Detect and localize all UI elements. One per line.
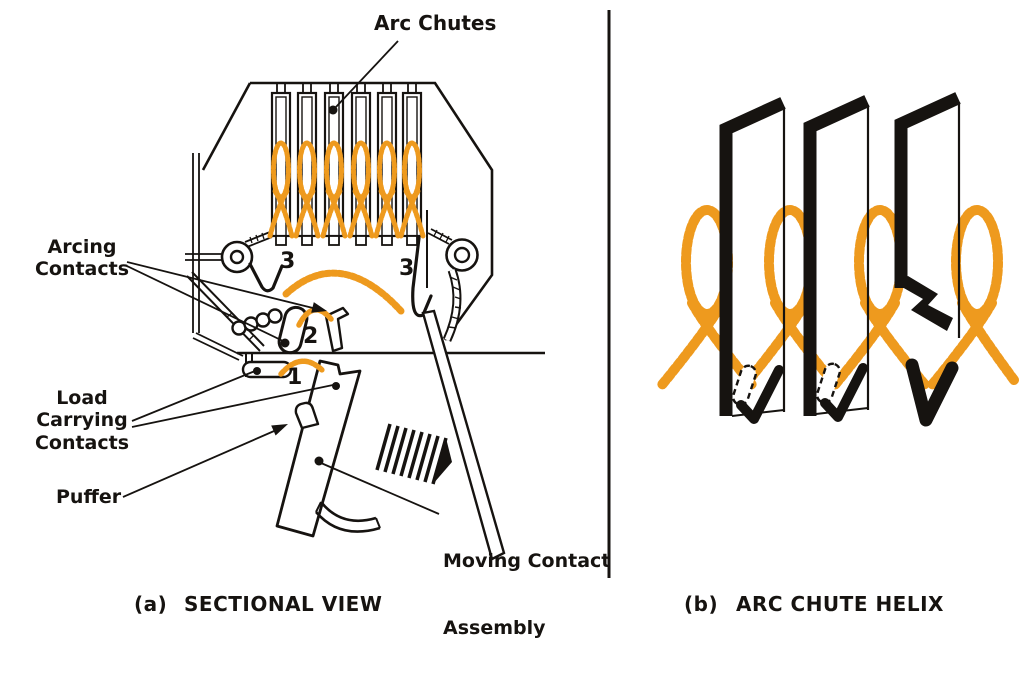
contact-spring	[231, 308, 283, 336]
plate-hook	[736, 365, 784, 424]
caption-b-title: ARC CHUTE HELIX	[736, 592, 944, 616]
helix-plate-2	[803, 95, 870, 422]
caption-a-index: (a)	[134, 592, 168, 616]
pivot-link	[185, 253, 222, 261]
plate-break	[895, 276, 953, 331]
label-line: Moving Contact	[443, 549, 611, 572]
label-line: Load	[56, 387, 108, 409]
sectional-view-drawing	[122, 40, 545, 561]
label-line: Assembly	[443, 617, 546, 640]
leaders	[122, 40, 440, 515]
leader-dot-moving	[314, 456, 324, 466]
bar-lower-link	[192, 332, 244, 361]
caption-a-title: SECTIONAL VIEW	[184, 592, 383, 616]
label-arcing-contacts: Arcing Contacts	[28, 236, 136, 281]
plate-hook-large	[905, 358, 959, 427]
helix-plate-1	[719, 97, 786, 424]
flexible-strap	[442, 268, 462, 342]
right-pivot-band-hatch	[433, 229, 450, 243]
leader-dot-load-2	[332, 382, 340, 390]
label-moving-contact-assembly: Moving Contact Assembly	[443, 505, 610, 684]
label-puffer: Puffer	[56, 486, 122, 508]
arrowhead-arcing	[311, 302, 327, 313]
moving-arm-link	[421, 309, 506, 561]
label-line: Contacts	[34, 431, 130, 454]
label-load-carrying-contacts: Load Carrying Contacts	[26, 387, 138, 454]
moving-arm	[275, 359, 362, 538]
arc-runner-right	[411, 236, 433, 318]
diagram-canvas	[122, 10, 1019, 578]
left-pivot-band-hatch	[249, 232, 265, 244]
dashed-contact-outline	[815, 362, 842, 404]
puffer-part	[294, 401, 320, 430]
marker-3-right: 3	[399, 256, 415, 281]
leader-dot-arc-chutes	[328, 105, 338, 115]
label-arc-chutes: Arc Chutes	[374, 11, 497, 35]
braided-shunt	[375, 423, 452, 485]
figure: Arc Chutes Arcing Contacts Load Carrying…	[26, 10, 1019, 639]
enclosure-outline	[250, 81, 494, 341]
arc-chute-plates	[270, 83, 423, 246]
arc-path-1	[278, 358, 326, 377]
lower-link	[315, 501, 381, 533]
marker-1: 1	[287, 365, 303, 390]
arc-flames	[267, 140, 426, 377]
left-pivot-band	[244, 231, 273, 248]
leader-dot-load-1	[253, 367, 261, 375]
leader-dot-arcing	[280, 338, 290, 348]
marker-2: 2	[303, 324, 319, 349]
caption-b-index: (b)	[684, 592, 719, 616]
left-support-bar	[192, 153, 200, 333]
arrowhead-puffer	[271, 424, 288, 436]
arc-runner-left	[248, 262, 284, 293]
helix-plate-3	[894, 92, 961, 427]
support-arm	[186, 271, 265, 352]
arc-chute-helix-drawing	[656, 92, 1019, 427]
enclosure-left-diagonal	[201, 82, 252, 171]
label-line: Contacts	[34, 258, 130, 281]
label-line: Carrying	[36, 409, 128, 432]
plate-hook	[820, 363, 868, 422]
dashed-contact-outline	[731, 364, 758, 406]
arc-path-3	[282, 269, 405, 315]
label-line: Arcing	[47, 236, 117, 258]
helix-loops	[656, 205, 1019, 391]
marker-3-left: 3	[280, 249, 296, 274]
